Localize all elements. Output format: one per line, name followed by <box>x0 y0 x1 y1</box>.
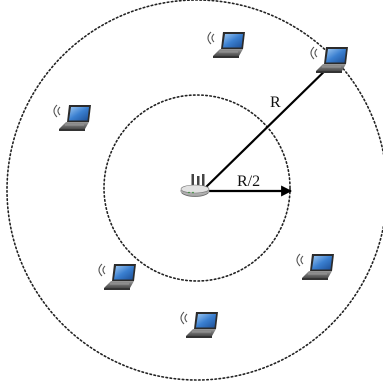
wireless-laptop-icon <box>98 263 137 291</box>
outer-radius-arrow <box>202 58 338 191</box>
wireless-laptop-icon <box>310 46 349 74</box>
wireless-laptop-icon <box>296 253 335 281</box>
outer-radius-label: R <box>270 94 281 111</box>
outer-range-circle <box>6 0 383 381</box>
wireless-access-point-icon <box>180 174 210 197</box>
inner-radius-label: R/2 <box>237 173 260 190</box>
wireless-laptop-icon <box>180 311 219 339</box>
wireless-laptop-icon <box>207 31 246 59</box>
wireless-laptop-icon <box>53 104 92 132</box>
